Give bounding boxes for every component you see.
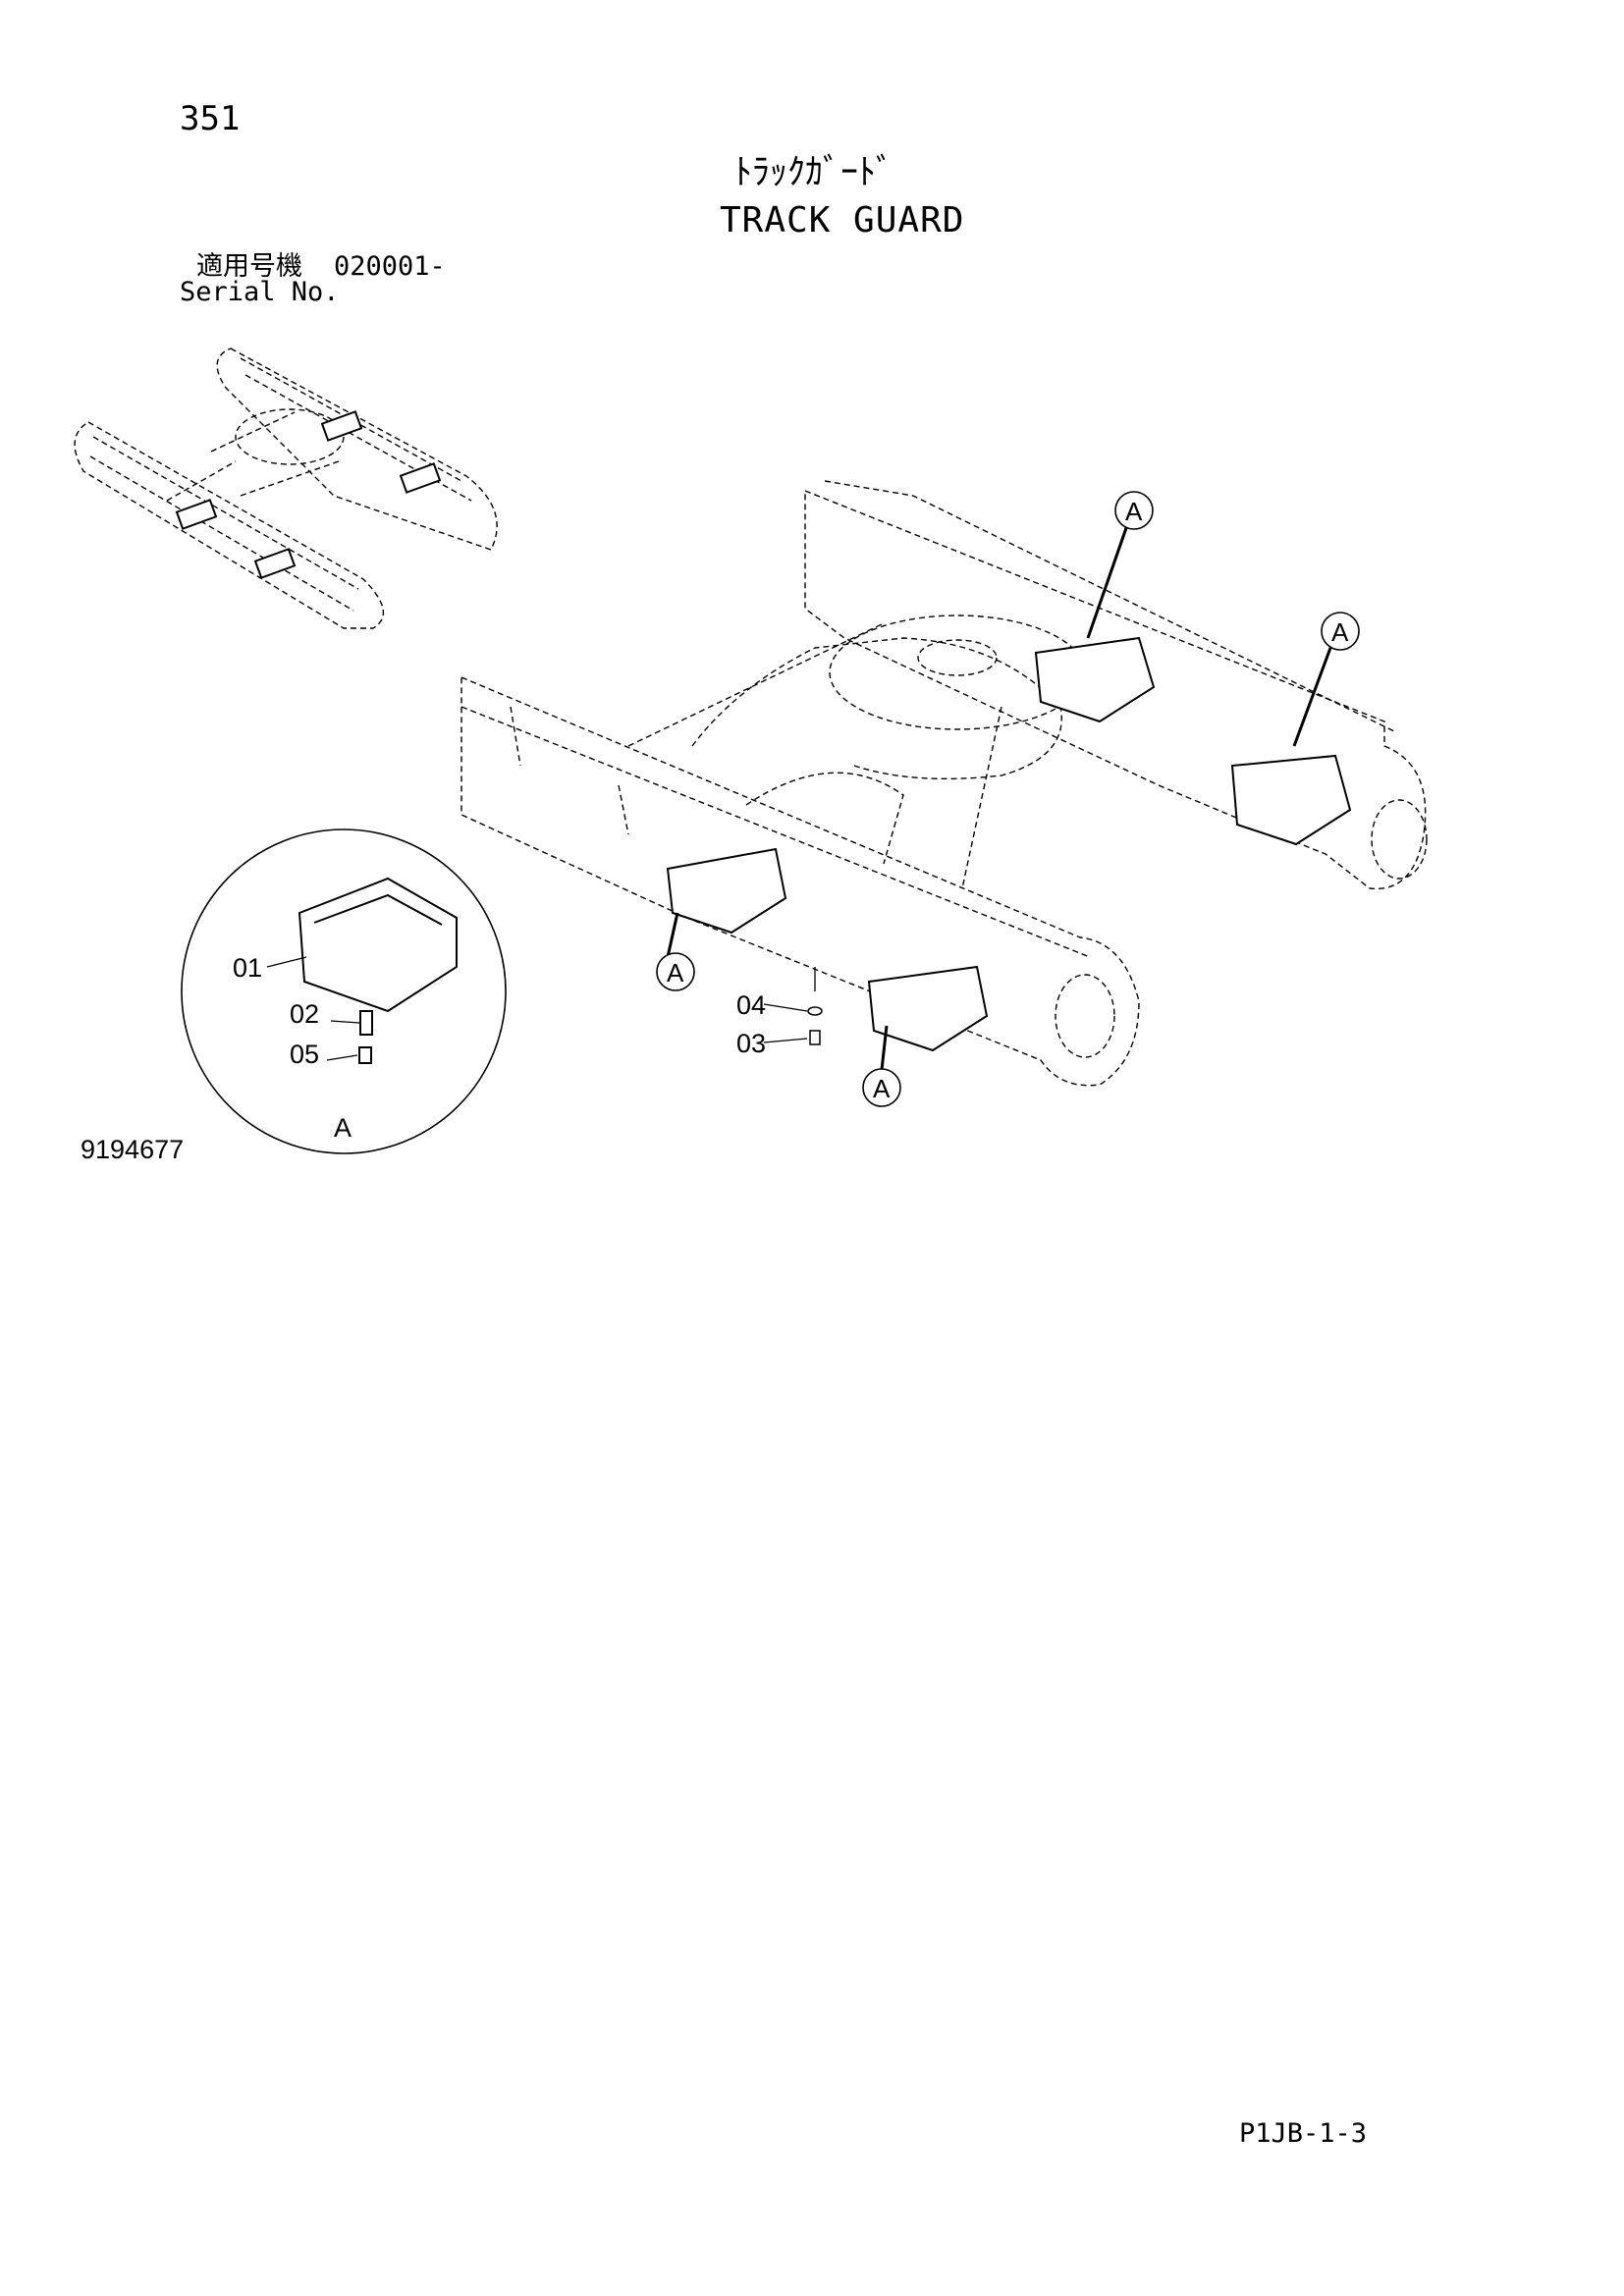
page-number: 351 (180, 99, 241, 138)
title-english: TRACK GUARD (720, 200, 965, 240)
track-guard-diagram: A A A A A 01 02 05 04 03 (74, 347, 1428, 1154)
part-label-02: 02 (290, 999, 319, 1029)
title-japanese: ﾄﾗｯｸｶﾞｰﾄﾞ (734, 152, 893, 192)
overview-undercarriage (74, 347, 498, 629)
serial-label-english: Serial No. (180, 277, 340, 307)
figure-number: 9194677 (81, 1135, 185, 1164)
part-label-05: 05 (290, 1040, 319, 1069)
detail-marker-a: A (334, 1113, 352, 1143)
callout-label-a-3: A (667, 958, 684, 988)
part-label-03: 03 (736, 1029, 766, 1058)
detail-view-a: A (181, 828, 823, 1154)
track-guards (666, 636, 1352, 1052)
part-label-01: 01 (233, 953, 262, 983)
page-code: P1JB-1-3 (1239, 2118, 1368, 2149)
serial-label-japanese: 適用号機 (196, 251, 302, 282)
callout-label-a-2: A (1331, 617, 1349, 647)
part-label-04: 04 (736, 990, 766, 1020)
serial-value: 020001- (334, 251, 446, 282)
callout-label-a-1: A (1125, 497, 1143, 526)
callout-label-a-4: A (873, 1074, 891, 1103)
